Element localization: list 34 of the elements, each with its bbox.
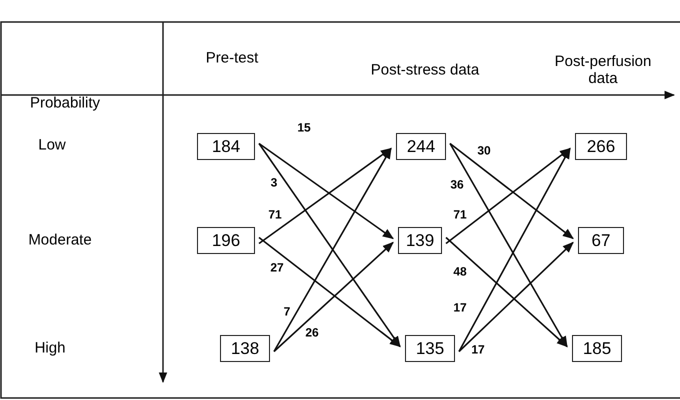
value-box: 139 [398, 227, 442, 254]
row-label: Moderate [27, 232, 93, 248]
edge-label: 30 [476, 144, 492, 158]
edge-label: 71 [452, 208, 468, 222]
value-box: 185 [572, 335, 622, 362]
value-box: 244 [396, 133, 446, 160]
arrow [258, 143, 401, 348]
row-axis-heading: Probability [28, 94, 102, 112]
arrow [445, 236, 568, 348]
edge-label: 36 [449, 178, 465, 192]
arrow [458, 242, 574, 352]
value-box: 135 [405, 335, 455, 362]
row-label: High [34, 340, 66, 356]
column-heading: Post-perfusion data [554, 53, 652, 87]
value-box: 196 [197, 227, 255, 254]
edge-label: 17 [452, 302, 468, 314]
edge-label: 48 [452, 266, 468, 278]
value-box: 67 [578, 227, 624, 254]
edge-label: 71 [267, 208, 283, 222]
arrow [273, 148, 392, 352]
value-box: 184 [197, 133, 255, 160]
edge-label: 3 [270, 176, 278, 190]
edge-label: 17 [470, 344, 486, 356]
edge-label: 15 [296, 122, 312, 134]
arrow [273, 242, 394, 352]
edge-label: 7 [282, 306, 292, 318]
arrow [258, 236, 401, 348]
column-heading: Post-stress data [370, 62, 480, 78]
value-box: 266 [575, 133, 627, 160]
edge-label: 27 [269, 262, 285, 274]
column-heading: Pre-test [204, 50, 260, 66]
row-label: Low [37, 136, 67, 154]
value-box: 138 [220, 335, 270, 362]
edge-label: 26 [304, 326, 320, 340]
